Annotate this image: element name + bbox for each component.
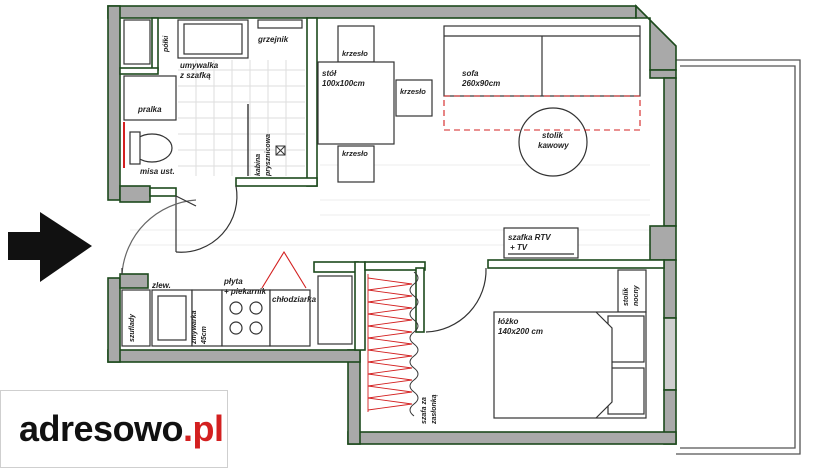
nightstand bbox=[617, 269, 647, 313]
label-szafa: szafa za bbox=[421, 397, 428, 424]
shelves-cabinet bbox=[123, 19, 151, 65]
bedroom-door bbox=[425, 267, 487, 333]
entry-arrow-icon bbox=[8, 212, 92, 282]
entry-door bbox=[121, 195, 197, 275]
radiator bbox=[257, 19, 303, 29]
label-pralka: pralka bbox=[137, 105, 162, 114]
hob-oven bbox=[221, 289, 271, 347]
drawers bbox=[121, 289, 151, 347]
label-sofa: sofa bbox=[462, 69, 479, 78]
label-umywalka-2: z szafką bbox=[179, 71, 211, 80]
exterior-walls bbox=[107, 4, 677, 445]
label-stolik-nocny: stolik bbox=[623, 287, 630, 306]
brand-logo: adresowo.pl bbox=[0, 390, 228, 468]
interior-walls bbox=[119, 17, 665, 351]
logo-accent: .pl bbox=[183, 408, 224, 449]
label-zlew: zlew. bbox=[151, 281, 171, 290]
rug-outline bbox=[443, 95, 641, 131]
label-szuflady: szuflady bbox=[129, 313, 136, 342]
label-stol-2: 100x100cm bbox=[322, 79, 365, 88]
label-szafa-2: zasłonką bbox=[431, 394, 438, 425]
bathroom-door bbox=[175, 185, 238, 253]
label-krzeslo-3: krzesło bbox=[342, 149, 368, 158]
label-stolik-nocny-2: nocny bbox=[633, 284, 640, 306]
label-krzeslo-1: krzesło bbox=[342, 49, 368, 58]
bathroom-fixtures bbox=[123, 19, 303, 168]
label-krzeslo-2: krzesło bbox=[400, 87, 426, 96]
shower-drain-icon bbox=[275, 145, 286, 156]
label-misa: misa ust. bbox=[140, 167, 175, 176]
dining-table bbox=[317, 61, 395, 145]
coffee-table bbox=[518, 107, 588, 177]
logo-text: adresowo.pl bbox=[19, 408, 224, 450]
chair-right bbox=[395, 79, 433, 117]
label-stolik-kawowy-2: kawowy bbox=[538, 141, 569, 150]
label-plyta: płyta bbox=[223, 277, 243, 286]
shower-tiles bbox=[178, 60, 305, 176]
kitchen-fixtures bbox=[121, 275, 353, 347]
label-zmywarka: zmywarka bbox=[191, 310, 198, 345]
tv-cabinet bbox=[503, 227, 579, 259]
dishwasher bbox=[191, 289, 223, 347]
wardrobe-curtain bbox=[367, 274, 413, 412]
label-szafka-rtv-2: + TV bbox=[510, 243, 528, 252]
chair-bottom bbox=[337, 145, 375, 183]
label-stol: stół bbox=[322, 69, 337, 78]
label-grzejnik: grzejnik bbox=[257, 35, 289, 44]
fridge bbox=[269, 289, 311, 347]
label-chlodziarka: chłodziarka bbox=[272, 295, 317, 304]
label-lozko: łóżko bbox=[498, 317, 519, 326]
label-polki: półki bbox=[163, 35, 170, 53]
bedroom-furniture bbox=[493, 269, 647, 419]
logo-main: adresowo bbox=[19, 408, 184, 449]
label-kabina-2: prysznicowa bbox=[265, 134, 272, 177]
label-plyta-2: + piekarnik bbox=[224, 287, 267, 296]
label-kabina: kabina bbox=[255, 154, 262, 176]
chair-top bbox=[337, 25, 375, 63]
fridge-door-swing bbox=[261, 250, 307, 289]
curtain-rail bbox=[409, 271, 419, 417]
balcony bbox=[676, 59, 801, 455]
room-labels: półki grzejnik umywalka z szafką pralka … bbox=[129, 35, 640, 425]
label-lozko-2: 140x200 cm bbox=[498, 327, 543, 336]
label-stolik-kawowy: stolik bbox=[542, 131, 563, 140]
label-umywalka: umywalka bbox=[180, 61, 219, 70]
label-zmywarka-2: 45cm bbox=[201, 326, 208, 345]
living-furniture bbox=[317, 25, 641, 259]
washing-machine bbox=[123, 75, 177, 121]
label-szafka-rtv: szafka RTV bbox=[508, 233, 551, 242]
label-sofa-2: 260x90cm bbox=[461, 79, 500, 88]
